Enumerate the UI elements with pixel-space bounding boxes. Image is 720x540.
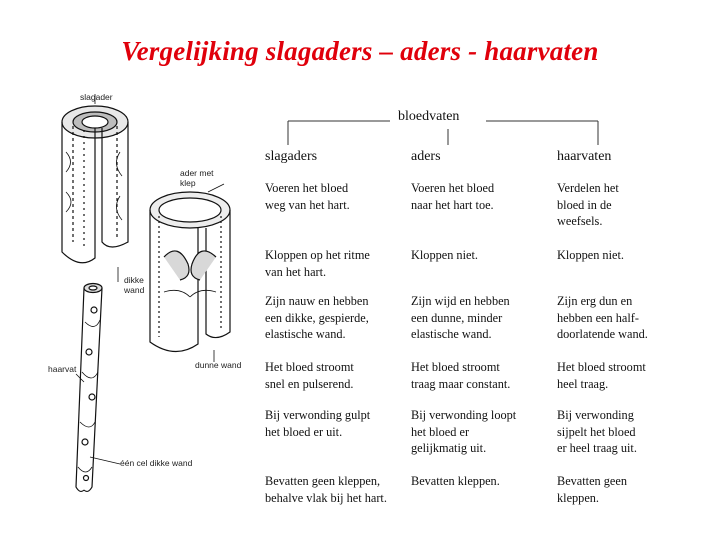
blood-vessel-illustration: slagader ader met klep dikke wand dunne …	[40, 92, 258, 522]
table-cell: Bij verwonding gulpt het bloed er uit.	[265, 408, 371, 439]
table-cell: Kloppen niet.	[411, 248, 478, 262]
vein-drawing	[149, 191, 231, 353]
label-haarvat: haarvat	[48, 364, 77, 374]
table-cell: Bevatten geen kleppen, behalve vlak bij …	[265, 474, 387, 505]
table-cell: Kloppen niet.	[557, 248, 624, 262]
page-title: Vergelijking slagaders – aders - haarvat…	[121, 36, 599, 66]
table-cell: Zijn wijd en hebben een dunne, minder el…	[411, 294, 510, 341]
label-een-cel-dikke-wand: één cel dikke wand	[120, 458, 193, 468]
label-dikke-wand: dikke wand	[124, 275, 145, 295]
capillary-drawing	[75, 282, 103, 493]
label-slagader: slagader	[80, 92, 113, 102]
artery-drawing	[61, 105, 129, 264]
label-ader-met-klep: ader met klep	[180, 168, 214, 188]
table-cell: Voeren het bloed naar het hart toe.	[411, 181, 495, 212]
column-header-haarvaten: haarvaten	[557, 149, 612, 164]
table-cell: Kloppen op het ritme van het hart.	[265, 248, 370, 279]
table-cell: Bij verwonding loopt het bloed er gelijk…	[411, 408, 517, 455]
table-cell: Bevatten kleppen.	[411, 474, 500, 488]
table-cell: Het bloed stroomt snel en pulserend.	[265, 360, 354, 391]
vessel-drawing	[61, 94, 231, 493]
tree-connector-lines	[287, 120, 599, 145]
table-cell: Voeren het bloed weg van het hart.	[265, 181, 350, 212]
comparison-table: bloedvaten slagaders aders haarvaten Voe…	[258, 105, 708, 525]
table-cell: Zijn nauw en hebben een dikke, gespierde…	[265, 294, 369, 341]
table-cell: Bij verwonding sijpelt het bloed er heel…	[557, 408, 637, 455]
table-cell: Het bloed stroomt heel traag.	[557, 360, 646, 391]
column-header-slagaders: slagaders	[265, 149, 318, 164]
tree-root-label: bloedvaten	[398, 109, 460, 124]
table-cell: Het bloed stroomt traag maar constant.	[411, 360, 511, 391]
table-cell: Verdelen het bloed in de weefsels.	[557, 181, 619, 228]
table-cell: Bevatten geen kleppen.	[557, 474, 627, 505]
label-dunne-wand: dunne wand	[195, 360, 242, 370]
table-cell: Zijn erg dun en hebben een half- doorlat…	[557, 294, 648, 341]
column-header-aders: aders	[411, 149, 441, 164]
